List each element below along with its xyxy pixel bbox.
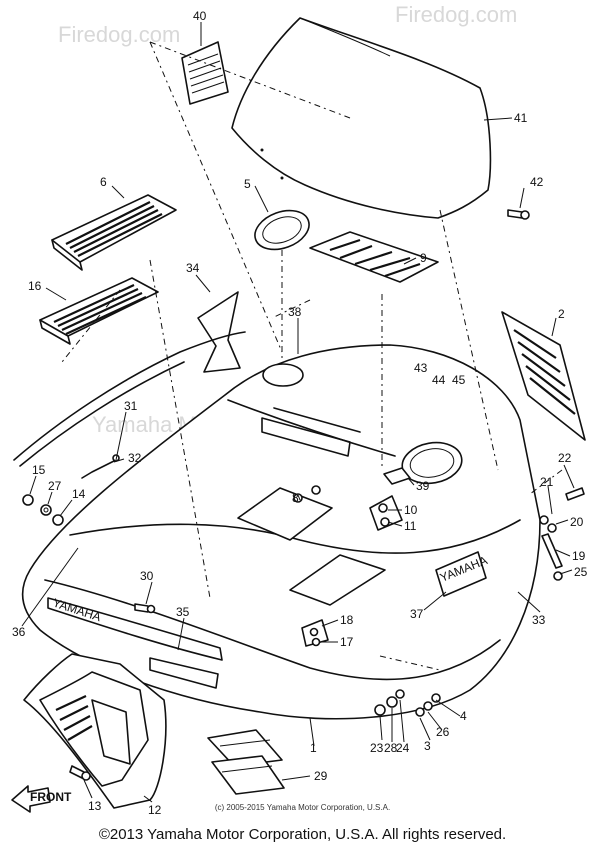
footer-copyright: ©2013 Yamaha Motor Corporation, U.S.A. A… [98,826,507,843]
callout-38: 38 [288,305,302,319]
callout-19: 19 [572,549,586,563]
callout-34: 34 [186,261,200,275]
callout-21: 21 [540,475,554,489]
watermark-firedog-1: Firedog.com [58,22,180,47]
windshield-41 [231,17,492,219]
callout-2: 2 [558,307,565,321]
callout-26: 26 [436,725,450,739]
diagram-copyright: (c) 2005-2015 Yamaha Motor Corporation, … [214,803,391,812]
callout-3: 3 [424,739,431,753]
callout-40: 40 [193,9,207,23]
callout-31: 31 [124,399,138,413]
hardware-15-27-14 [22,494,64,526]
callout-12: 12 [148,803,162,817]
front-arrow-text: FRONT [30,790,72,804]
decal-34 [197,291,241,373]
callout-35: 35 [176,605,190,619]
callout-8: 8 [292,491,299,505]
callout-30: 30 [140,569,154,583]
callout-13: 13 [88,799,102,813]
callout-39: 39 [416,479,430,493]
hardware-bottom [374,689,441,717]
callout-5: 5 [244,177,251,191]
callout-42: 42 [530,175,544,189]
callout-17: 17 [340,635,354,649]
callout-44: 44 [432,373,446,387]
bolt-42 [507,209,530,220]
callout-9: 9 [420,251,427,265]
callout-6: 6 [100,175,107,189]
round-cap-5 [254,209,310,251]
hood-cowl-1: YAMAHA YAMAHA [21,344,541,720]
callout-11: 11 [404,519,417,533]
callout-16: 16 [28,279,42,293]
leader-lines [21,22,575,803]
callout-20: 20 [570,515,584,529]
callout-43: 43 [414,361,428,375]
callout-22: 22 [558,451,572,465]
callout-27: 27 [48,479,62,493]
side-grille-2 [501,311,586,441]
rod-31 [13,331,246,467]
callout-36: 36 [12,625,26,639]
callout-10: 10 [404,503,418,517]
vent-grille-16 [39,277,159,345]
callout-15: 15 [32,463,46,477]
watermark-firedog-2: Firedog.com [395,2,517,27]
callout-45: 45 [452,373,466,387]
decal-40 [181,41,229,105]
callout-1: 1 [310,741,317,755]
callout-32: 32 [128,451,142,465]
hardware-right [539,487,585,581]
callout-24: 24 [396,741,410,755]
grille-9 [309,231,439,283]
assembly-lines [61,41,563,671]
callout-23: 23 [370,741,384,755]
callout-25: 25 [574,565,588,579]
callout-14: 14 [72,487,86,501]
callout-labels: 40 41 42 6 5 9 16 34 38 2 43 44 45 31 32… [12,9,588,817]
spring-32 [81,454,120,479]
callout-37: 37 [410,607,424,621]
front-arrow: FRONT [11,785,72,813]
bolt-30 [134,603,156,614]
callout-4: 4 [460,709,467,723]
callout-18: 18 [340,613,354,627]
hinge-29 [207,729,285,795]
callout-28: 28 [384,741,398,755]
bolt-13 [69,765,91,781]
callout-33: 33 [532,613,546,627]
callout-41: 41 [514,111,528,125]
vent-grille-6 [51,194,177,271]
front-grille-12 [23,653,167,809]
callout-29: 29 [314,769,328,783]
